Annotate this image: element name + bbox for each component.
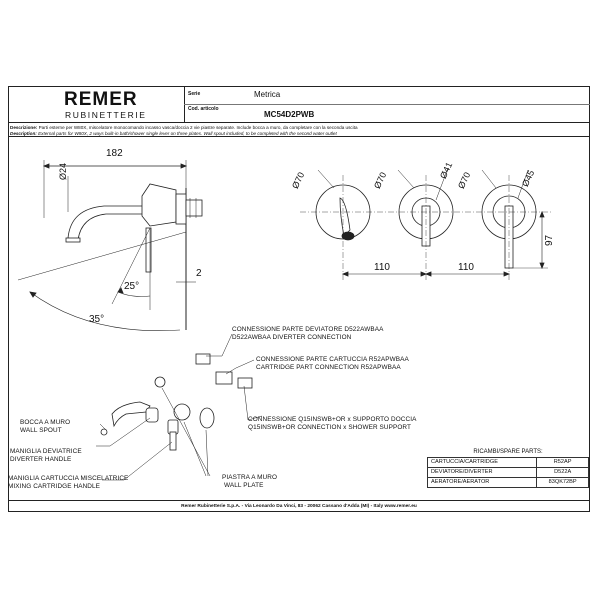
- spare-part-code: R52AP: [536, 457, 589, 468]
- spare-part-name: DEVIATORE/DIVERTER: [426, 467, 538, 478]
- description-it: Descrizione: Parti esterne per W80X, mis…: [10, 125, 358, 130]
- cod-label: Cod. articolo: [188, 106, 219, 112]
- callout-mixing-handle-it: MANIGLIA CARTUCCIA MISCELATRICE: [8, 475, 129, 482]
- exploded-plate-1: [173, 403, 191, 421]
- callout-diverter-conn-it: CONNESSIONE PARTE DEVIATORE D522AWBAA: [232, 326, 384, 333]
- callout-shower-conn-en: Q15INSWB+OR CONNECTION x SHOWER SUPPORT: [248, 424, 412, 431]
- callout-diverter-conn-en: D522AWBAA DIVERTER CONNECTION: [232, 334, 352, 341]
- cod-value: MC54D2PWB: [264, 110, 315, 119]
- spare-part-name: CARTUCCIA/CARTRIDGE: [426, 457, 538, 468]
- description-text-it: Parti esterne per W80X, miscelatore mono…: [38, 125, 358, 130]
- dim-diameter-24: Ø24: [58, 162, 68, 180]
- callout-spout-it: BOCCA A MURO: [20, 419, 71, 426]
- side-handle: [145, 227, 152, 273]
- callout-diverter-handle-it: MANIGLIA DEVIATRICE: [10, 448, 82, 455]
- serie-line: [184, 104, 590, 105]
- callout-plate-en: WALL PLATE: [224, 482, 264, 489]
- dim-182: 182: [106, 148, 123, 159]
- description-label-en: Description:: [10, 131, 37, 136]
- callout-spout-en: WALL SPOUT: [20, 427, 62, 434]
- callout-shower-conn-it: CONNESSIONE Q15INSWB+OR x SUPPORTO DOCCI…: [248, 416, 417, 423]
- description-en: Description: External parts for W80X, 2 …: [10, 131, 337, 136]
- brand-subtitle: RUBINETTERIE: [65, 110, 147, 120]
- dim-gap-2: 2: [196, 268, 202, 279]
- dim-angle-35: 35°: [89, 314, 105, 325]
- header-line: [8, 122, 590, 123]
- dim-spacing-110-2: 110: [458, 262, 474, 273]
- side-spout: [67, 205, 151, 241]
- exploded-plate-2: [199, 407, 215, 429]
- serie-label: Serie: [188, 91, 201, 97]
- description-label-it: Descrizione:: [10, 125, 38, 130]
- brand-logo: REMER: [64, 89, 138, 110]
- callout-cartridge-conn-it: CONNESSIONE PARTE CARTUCCIA R52APWBAA: [256, 356, 409, 363]
- footer: Remer Rubinetterie S.p.A. - Via Leonardo…: [8, 500, 590, 513]
- sheet-frame: [8, 86, 590, 512]
- callout-cartridge-conn-en: CARTRIDGE PART CONNECTION R52APWBAA: [256, 364, 401, 371]
- dim-spacing-110-1: 110: [374, 262, 390, 273]
- callout-diverter-handle-en: DIVERTER HANDLE: [10, 456, 72, 463]
- spare-parts-table: RICAMBI/SPARE PARTS: CARTUCCIA/CARTRIDGE…: [426, 448, 589, 488]
- dim-height-97: 97: [544, 234, 555, 246]
- description-text-en: External parts for W80X, 2 ways built-in…: [38, 131, 337, 136]
- spare-part-code: 83QK72BP: [536, 477, 589, 488]
- side-body: [141, 183, 177, 227]
- spare-part-code: D522A: [536, 467, 589, 478]
- description-line: [8, 136, 590, 137]
- spare-parts-title: RICAMBI/SPARE PARTS:: [427, 448, 589, 458]
- callout-plate-it: PIASTRA A MURO: [222, 474, 278, 481]
- spare-part-name: AERATORE/AERATOR: [426, 477, 538, 488]
- callout-mixing-handle-en: MIXING CARTRIDGE HANDLE: [8, 483, 101, 490]
- serie-value: Metrica: [254, 90, 281, 99]
- dim-angle-25: 25°: [124, 281, 140, 292]
- exploded-spout: [111, 401, 151, 428]
